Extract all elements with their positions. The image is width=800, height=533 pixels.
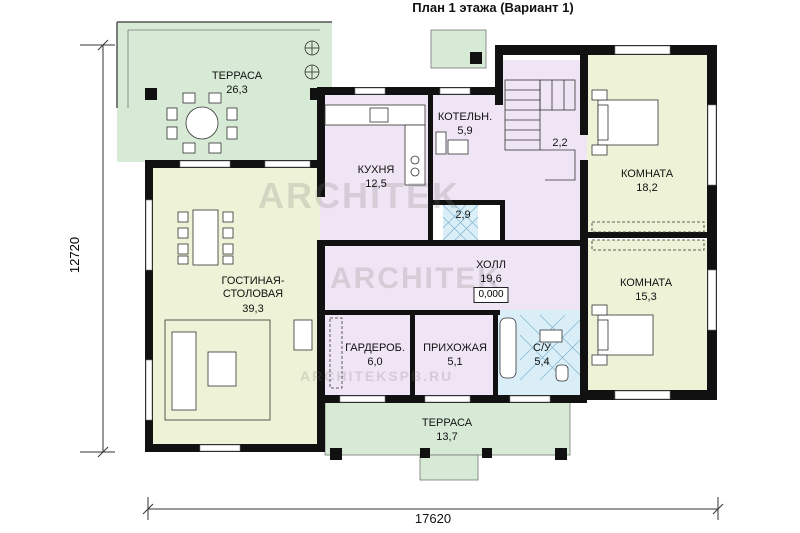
room-name-room1: КОМНАТА (620, 168, 674, 180)
room-name-terrace-bottom: ТЕРРАСА (421, 417, 473, 429)
room-area-room2: 15,3 (635, 291, 657, 303)
bed-room2 (591, 304, 654, 366)
room-name-terrace-top: ТЕРРАСА (211, 70, 263, 82)
room-name-living: ГОСТИНАЯ- СТОЛОВАЯ (221, 275, 285, 300)
plan-title: План 1 этажа (Вариант 1) (412, 0, 574, 15)
width-dimension: 17620 (414, 511, 452, 526)
room-area-kitchen: 12,5 (365, 178, 387, 190)
room-area-stair: 2,2 (552, 137, 568, 149)
room-name-kitchen: КУХНЯ (357, 164, 395, 176)
room-area-room1: 18,2 (636, 182, 658, 194)
room-area-bath-small: 2,9 (455, 209, 471, 221)
room-name-room2: КОМНАТА (619, 277, 673, 289)
watermark-main: ARCHITEK (258, 175, 460, 216)
hall-fill (320, 245, 587, 310)
room-area-terrace-bottom: 13,7 (436, 431, 458, 443)
tile-pattern (442, 204, 586, 381)
stair-fill (502, 60, 587, 250)
room-area-wardrobe: 6,0 (367, 356, 383, 368)
room-area-entry: 5,1 (447, 356, 463, 368)
room-name-boiler: КОТЕЛЬН. (437, 111, 493, 123)
kitchen-counters (324, 104, 426, 186)
boiler-equipment (435, 131, 469, 155)
terrace-top-area (116, 21, 332, 162)
bed-room1 (591, 89, 659, 156)
plants (304, 40, 320, 80)
room-name-wc: С/У (533, 342, 551, 354)
room-area-living: 39,3 (242, 303, 264, 315)
dining-table (177, 209, 234, 266)
room-area-terrace-top: 26,3 (226, 84, 248, 96)
dimension-lines (80, 39, 724, 520)
wardrobe-entry-fill (320, 310, 495, 395)
watermark-sub: ARCHITEKSPB.RU (300, 368, 454, 384)
bathroom-fixtures (499, 317, 569, 382)
closets (329, 221, 705, 389)
windows (145, 45, 717, 452)
room-area-boiler: 5,9 (457, 125, 473, 137)
sofa-set (164, 319, 313, 421)
walls (145, 45, 717, 460)
watermark-main-2: ARCHITEK (330, 262, 501, 295)
round-table (166, 92, 238, 154)
room-name-hall: ХОЛЛ (476, 259, 506, 271)
staircase (504, 79, 576, 181)
room-area-hall: 19,6 (480, 273, 502, 285)
height-dimension: 12720 (67, 236, 82, 274)
room-area-wc: 5,4 (534, 356, 550, 368)
room-name-wardrobe: ГАРДЕРОБ. (345, 342, 405, 354)
level-marker: 0,000 (473, 287, 509, 303)
room-name-entry: ПРИХОЖАЯ (423, 342, 487, 354)
